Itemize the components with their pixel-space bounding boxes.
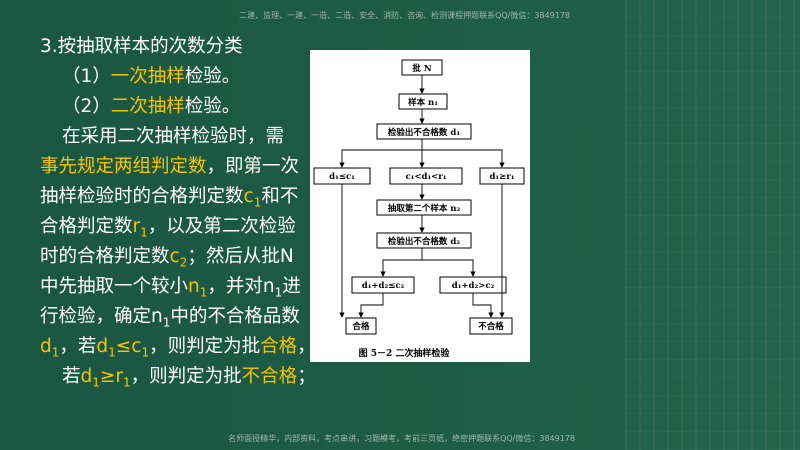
box-sample1-label: 样本 n₁ [408, 97, 438, 108]
para-line-9-a: 若 [62, 366, 81, 387]
para-line-2-text: ，即第一次 [206, 156, 300, 177]
para-line-6-a: 中先抽取一个较小 [40, 276, 189, 297]
para-line-6-n-sub: 1 [199, 285, 208, 300]
box-sample2 [376, 199, 472, 216]
para-line-9-f: ，则判定为批 [130, 366, 242, 387]
para-line-8-cond-d-sub: 1 [108, 345, 116, 360]
para-line-9-cond: d1≥r1 [80, 366, 131, 390]
box-batch-label: 批 N [412, 63, 431, 74]
para-line-5-a: 时的合格判定数 [40, 246, 170, 267]
slide-heading: 3.按抽取样本的次数分类 [40, 36, 243, 57]
item-1-highlight: 一次抽样 [110, 66, 185, 87]
para-line-5-c2: c2 [169, 246, 188, 270]
para-line-8-cond-d: d [96, 336, 109, 357]
box-cond-mid-label: c₁<d₁<r₁ [405, 172, 446, 182]
item-1-suffix: 检验。 [184, 66, 241, 87]
para-line-4: 合格判定数r1，以及第二次检验 [40, 212, 340, 242]
para-line-4-r1: r1 [132, 216, 148, 240]
para-line-2-highlight: 事先规定两组判定数 [40, 156, 207, 177]
para-line-3: 抽样检验时的合格判定数c1和不 [40, 182, 340, 212]
para-line-8-d-sub: 1 [51, 345, 60, 360]
para-line-4-r-sub: 1 [140, 225, 148, 240]
box-cond2-left-label: d₁+d₂≤c₂ [362, 281, 405, 291]
para-line-7-c: 中的不合格品数 [170, 306, 300, 327]
para-line-9: 若d1≥r1，则判定为批不合格； [40, 362, 340, 392]
para-line-8-cond: d1≤c1 [96, 336, 150, 360]
item-2-highlight: 二次抽样 [110, 96, 185, 117]
para-line-6-f: 进 [282, 276, 301, 297]
para-line-8-d1: d1 [40, 336, 60, 360]
para-line-5-d: ；然后从批N [187, 246, 294, 267]
para-line-3-d: 和不 [261, 186, 299, 207]
para-line-9-h: ； [297, 366, 316, 387]
box-fail [469, 317, 513, 335]
background-building [625, 0, 800, 450]
box-cond2-right-label: d₁+d₂>c₂ [452, 281, 495, 291]
item-1: （1）一次抽样检验。 [40, 62, 340, 92]
para-line-4-a: 合格判定数 [40, 216, 133, 237]
flowchart-card: 批 N 样本 n₁ 检验出不合格数 d₁ d₁≤c₁ c₁<d₁<r₁ d₁≥r… [310, 50, 530, 362]
item-2-suffix: 检验。 [184, 96, 241, 117]
para-line-9-fail: 不合格 [241, 366, 298, 387]
para-line-6-n: n [188, 276, 200, 297]
para-line-8-d: d [40, 336, 52, 357]
para-line-5-c-sub: 2 [179, 255, 188, 270]
box-fail-label: 不合格 [478, 321, 504, 332]
para-line-7-a: 行检验，确定n [40, 306, 163, 327]
watermark-bottom: 名师面授精华，内部资料，考点串讲，习题模考，考前三页纸，绝密押题联系QQ/微信：… [228, 434, 575, 443]
box-pass-label: 合格 [351, 321, 370, 332]
para-line-6: 中先抽取一个较小n1，并对n1进 [40, 272, 340, 302]
box-cond-mid [389, 167, 463, 185]
para-line-9-cond-d: d [80, 366, 93, 387]
para-line-9-cond-ge: ≥r [99, 366, 124, 387]
para-line-7-b: 1 [162, 315, 171, 330]
para-line-3-c: c [243, 186, 254, 207]
para-line-4-r: r [132, 216, 141, 237]
para-line-8-h: ，则判定为批 [149, 336, 261, 357]
para-line-8-cond-le: ≤c [115, 336, 142, 357]
para-line-3-c1: c1 [243, 186, 262, 210]
para-line-9-cond-d-sub: 1 [92, 375, 100, 390]
box-inspect1 [376, 123, 472, 140]
watermark-top: 二建、监理、一建、一造、二造、安全、消防、咨询、检测课程押题联系QQ/微信：38… [239, 11, 570, 20]
box-inspect2-label: 检验出不合格数 d₂ [388, 236, 460, 247]
item-1-prefix: （1） [62, 66, 111, 87]
para-line-9-cond-r-sub: 1 [123, 375, 131, 390]
box-inspect1-label: 检验出不合格数 d₁ [388, 127, 460, 138]
para-line-1: 在采用二次抽样检验时，需 [62, 126, 285, 147]
para-line-3-a: 抽样检验时的合格判定数 [40, 186, 244, 207]
para-line-8-c: ，若 [59, 336, 97, 357]
para-line-6-n1: n1 [188, 276, 208, 300]
para-line-3-c-sub: 1 [253, 195, 262, 210]
para-line-8-pass: 合格 [260, 336, 298, 357]
flowchart: 批 N 样本 n₁ 检验出不合格数 d₁ d₁≤c₁ c₁<d₁<r₁ d₁≥r… [313, 59, 525, 359]
para-line-8-cond-c-sub: 1 [141, 345, 150, 360]
figure-caption: 图 5－2 二次抽样检验 [359, 347, 451, 359]
para-line-8: d1，若d1≤c1，则判定为批合格， [40, 332, 340, 362]
item-2: （2）二次抽样检验。 [40, 92, 340, 122]
box-inspect2 [376, 232, 472, 249]
item-2-prefix: （2） [62, 96, 111, 117]
para-line-4-d: ，以及第二次检验 [147, 216, 296, 237]
para-line-7: 行检验，确定n1中的不合格品数 [40, 302, 340, 332]
box-sample1 [398, 93, 448, 110]
box-pass [345, 317, 377, 335]
para-line-5-c: c [169, 246, 180, 267]
box-cond-right-label: d₁≥r₁ [490, 172, 515, 182]
para-line-5: 时的合格判定数c2；然后从批N [40, 242, 340, 272]
slide-text: 3.按抽取样本的次数分类 （1）一次抽样检验。 （2）二次抽样检验。 在采用二次… [40, 32, 340, 392]
box-cond-left-label: d₁≤c₁ [329, 172, 355, 182]
para-line-2: 事先规定两组判定数，即第一次 [40, 152, 340, 182]
box-sample2-label: 抽取第二个样本 n₂ [388, 203, 461, 214]
para-line-6-d: ，并对n [207, 276, 275, 297]
para-line-6-e: 1 [274, 285, 283, 300]
